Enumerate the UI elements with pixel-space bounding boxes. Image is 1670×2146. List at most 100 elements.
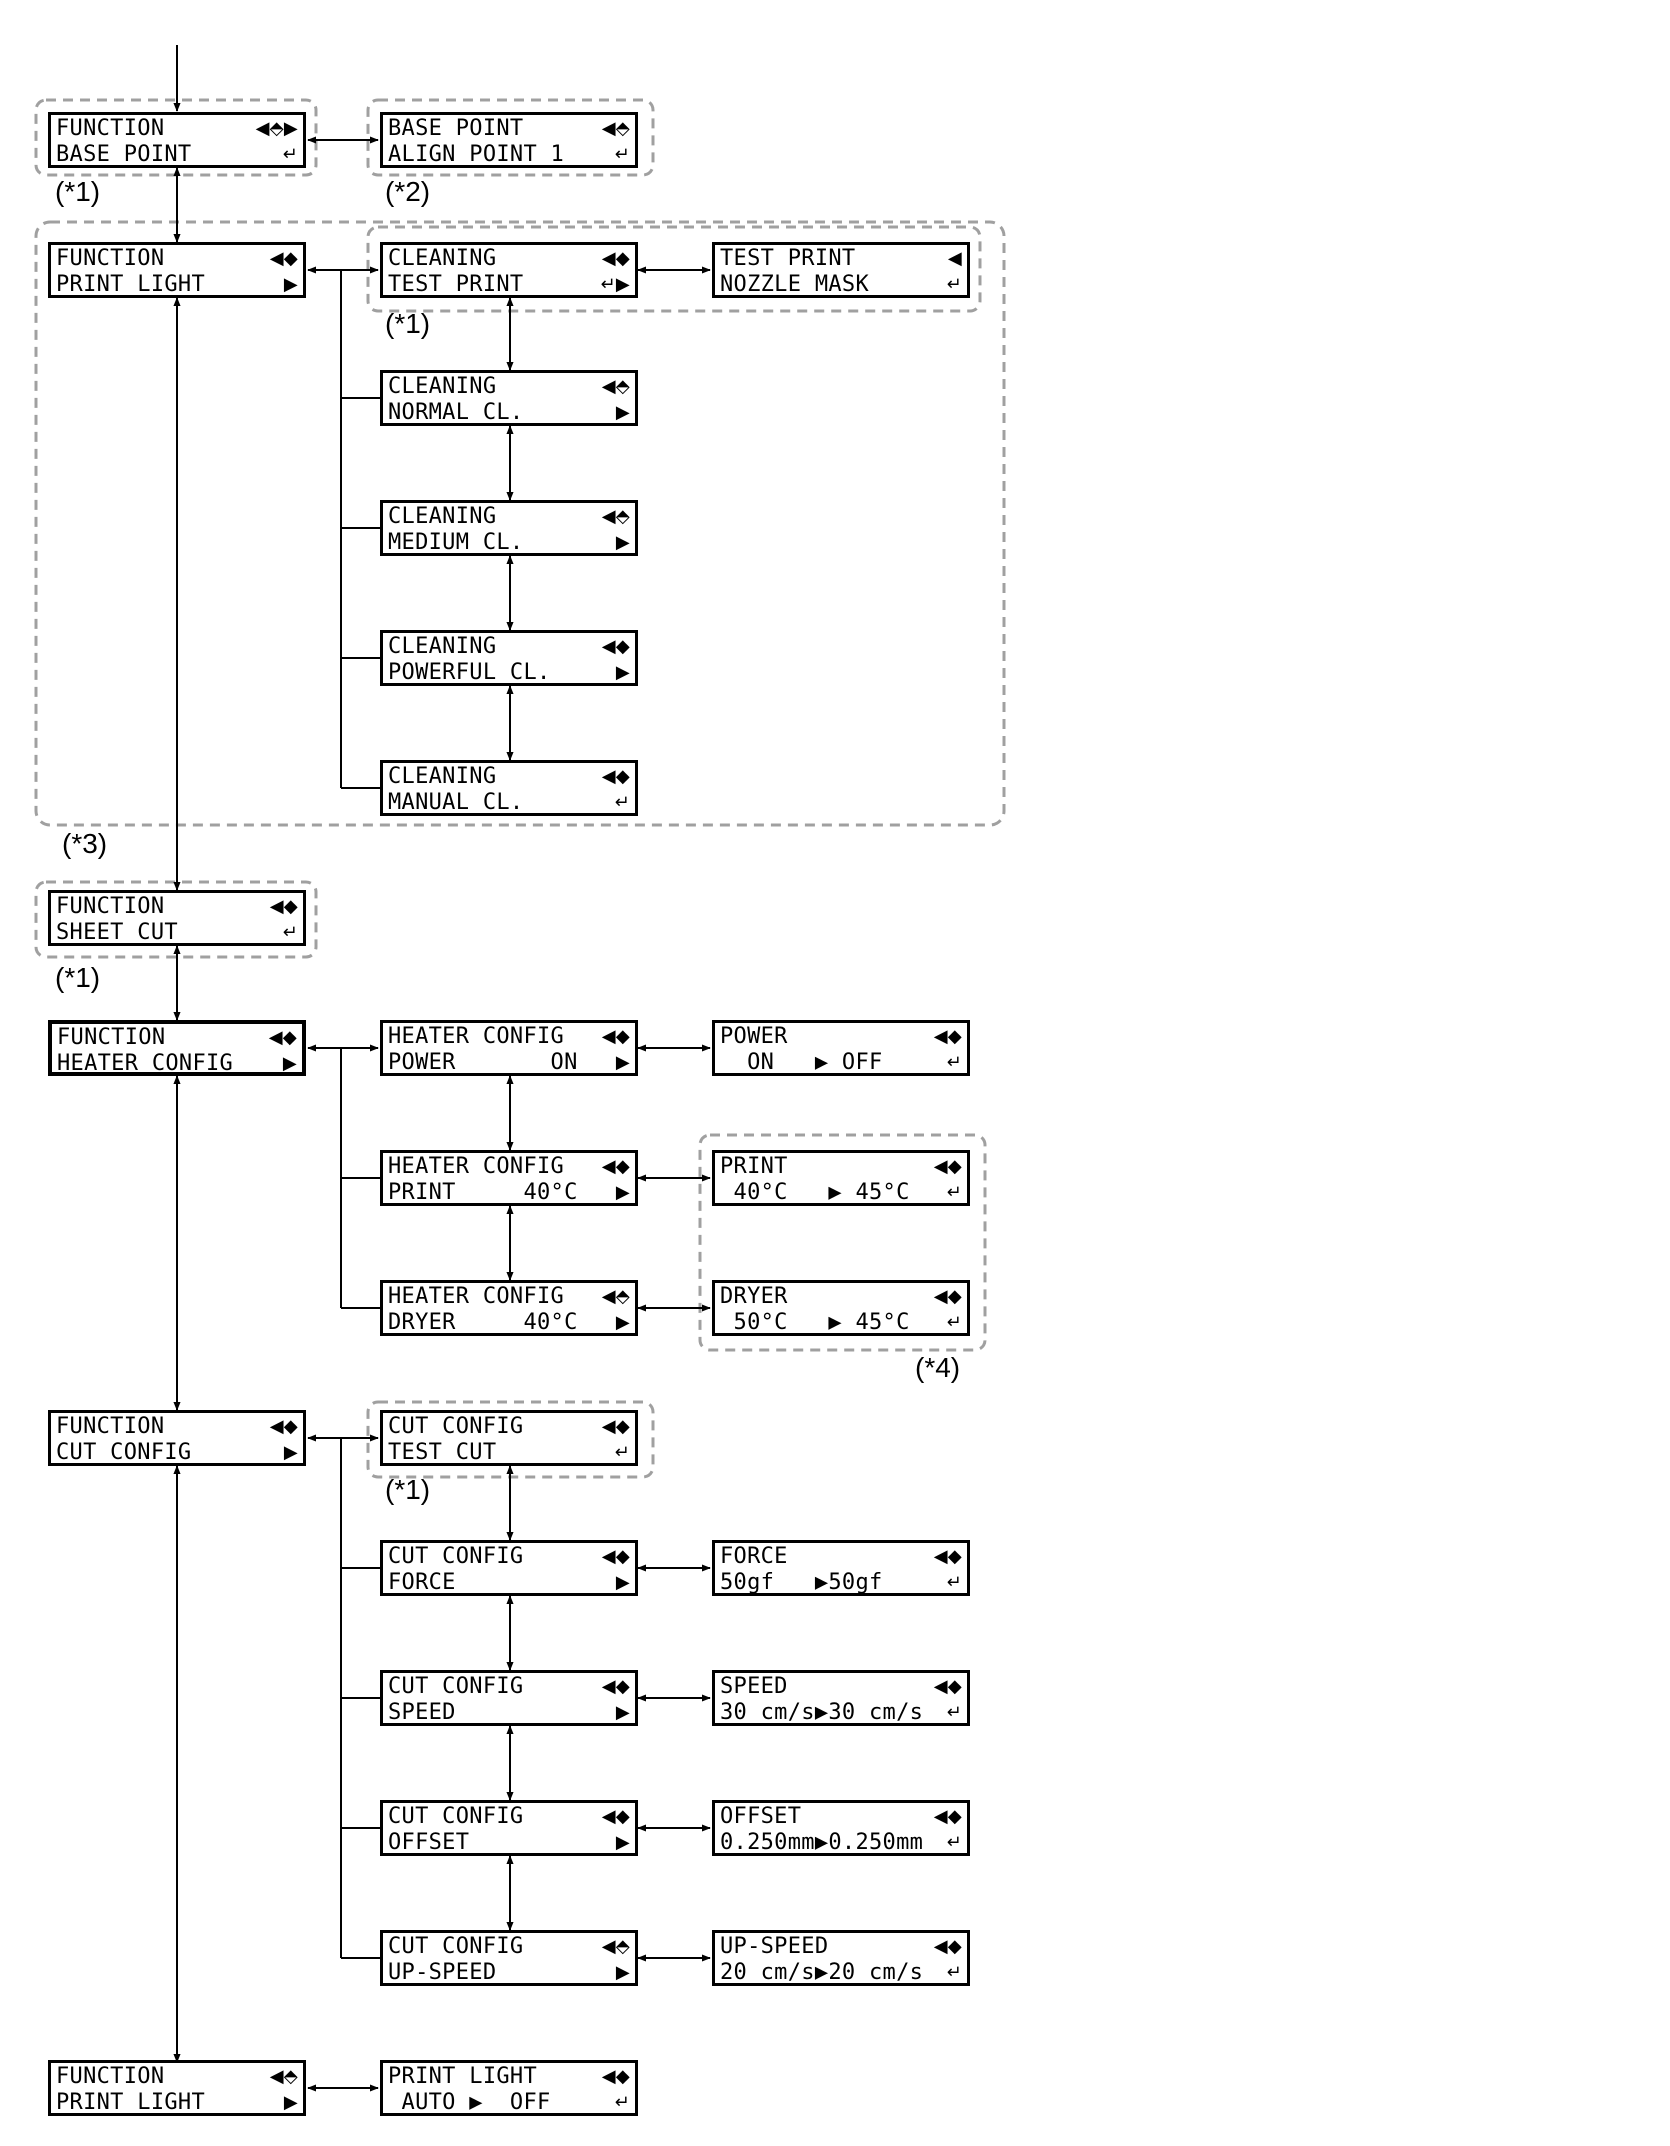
lcd-line-1: TEST PRINT [720,246,856,271]
lcd-cleaning-normal: CLEANING◀⬘ NORMAL CL.▶ [380,370,638,426]
lcd-line-2: FORCE [388,1570,456,1595]
lcd-function-sheet-cut: FUNCTION◀◆ SHEET CUT↵ [48,890,306,946]
lcd-cut-config-test-cut: CUT CONFIG◀◆ TEST CUT↵ [380,1410,638,1466]
lcd-line-2: MANUAL CL. [388,790,524,815]
lcd-line-2: 30 cm/s▶30 cm/s [720,1700,924,1725]
lcd-print-temperature-value: PRINT ◀◆ 40°C ▶ 45°C ↵ [712,1150,970,1206]
lcd-line-1: PRINT LIGHT [388,2064,537,2089]
nav-indicator-icon: ◀◆ [601,1416,630,1437]
nav-indicator-icon: ◀◆ [601,636,630,657]
nav-indicator-icon: ◀◆ [933,1936,962,1957]
lcd-cleaning-medium: CLEANING ◀⬘ MEDIUM CL. ▶ [380,500,638,556]
lcd-line-1: FUNCTION [56,2064,165,2089]
lcd-line-2: DRYER 40°C [388,1310,578,1335]
note-1: (*1) [385,1474,431,1505]
lcd-line-2: SPEED [388,1700,456,1725]
lcd-line-2: POWERFUL CL. [388,660,551,685]
lcd-line-1: CUT CONFIG [388,1414,524,1439]
lcd-line-1: CUT CONFIG [388,1934,524,1959]
note-1: (*1) [385,308,431,339]
enter-icon: ↵ [282,922,298,943]
lcd-line-2: PRINT LIGHT [56,272,205,297]
nav-indicator-icon: ◀⬘ [601,1286,630,1307]
lcd-up-speed-value: UP-SPEED◀◆ 20 cm/s▶20 cm/s↵ [712,1930,970,1986]
submenu-arrow-icon: ▶ [615,1312,630,1333]
lcd-line-1: UP-SPEED [720,1934,829,1959]
note-3: (*3) [62,828,108,859]
lcd-line-1: HEATER CONFIG [388,1284,565,1309]
nav-indicator-icon: ◀◆ [933,1156,962,1177]
submenu-arrow-icon: ▶ [283,2092,298,2113]
lcd-line-1: HEATER CONFIG [388,1024,565,1049]
lcd-line-1: CLEANING [388,504,497,529]
lcd-line-1: DRYER [720,1284,788,1309]
lcd-line-1: FUNCTION [56,894,165,919]
group-cleaning [34,220,1006,827]
enter-icon: ↵ [946,1572,962,1593]
enter-icon: ↵ [946,1182,962,1203]
enter-submenu-icon: ↵▶ [600,274,630,295]
nav-indicator-icon: ◀◆ [601,1546,630,1567]
lcd-line-2: PRINT LIGHT [56,2090,205,2115]
submenu-arrow-icon: ▶ [615,1052,630,1073]
lcd-line-2: PRINT 40°C [388,1180,578,1205]
lcd-line-1: CUT CONFIG [388,1544,524,1569]
lcd-heater-config-dryer: HEATER CONFIG ◀⬘ DRYER 40°C ▶ [380,1280,638,1336]
nav-indicator-icon: ◀◆ [933,1676,962,1697]
nav-indicator-icon: ◀⬘ [601,506,630,527]
enter-icon: ↵ [946,1052,962,1073]
nav-indicator-icon: ◀◆ [601,2066,630,2087]
lcd-line-2: UP-SPEED [388,1960,497,1985]
lcd-line-1: FUNCTION [56,116,165,141]
nav-indicator-icon: ◀⬘ [601,376,630,397]
lcd-line-1: POWER [720,1024,788,1049]
lcd-print-light-value: PRINT LIGHT◀◆ AUTO ▶ OFF↵ [380,2060,638,2116]
lcd-function-print-light-bottom: FUNCTION ◀⬘ PRINT LIGHT ▶ [48,2060,306,2116]
submenu-arrow-icon: ▶ [615,1182,630,1203]
nav-indicator-icon: ◀◆ [933,1026,962,1047]
submenu-arrow-icon: ▶ [615,402,630,423]
lcd-cleaning-manual: CLEANING◀◆ MANUAL CL.↵ [380,760,638,816]
nav-indicator-icon: ◀◆ [601,1676,630,1697]
lcd-cut-config-up-speed: CUT CONFIG◀⬘ UP-SPEED▶ [380,1930,638,1986]
lcd-offset-value: OFFSET◀◆ 0.250mm▶0.250mm↵ [712,1800,970,1856]
enter-icon: ↵ [946,1962,962,1983]
lcd-line-1: PRINT [720,1154,788,1179]
nav-indicator-icon: ◀◆ [933,1286,962,1307]
nav-indicator-icon: ◀⬘ [269,2066,298,2087]
lcd-line-2: 0.250mm▶0.250mm [720,1830,924,1855]
lcd-cut-config-force: CUT CONFIG ◀◆ FORCE ▶ [380,1540,638,1596]
enter-icon: ↵ [946,1832,962,1853]
nav-indicator-icon: ◀⬘ [601,118,630,139]
lcd-line-2: POWER ON [388,1050,578,1075]
lcd-power-value: POWER◀◆ ON ▶ OFF↵ [712,1020,970,1076]
lcd-line-2: MEDIUM CL. [388,530,524,555]
lcd-line-2: 40°C ▶ 45°C [720,1180,910,1205]
nav-indicator-icon: ◀⬘▶ [255,118,298,139]
nav-indicator-icon: ◀◆ [601,1806,630,1827]
nav-indicator-icon: ◀⬘ [601,1936,630,1957]
lcd-heater-config-power: HEATER CONFIG◀◆ POWER ON▶ [380,1020,638,1076]
nav-indicator-icon: ◀◆ [933,1546,962,1567]
submenu-arrow-icon: ▶ [282,1053,297,1074]
lcd-line-1: CLEANING [388,764,497,789]
lcd-line-2: NOZZLE MASK [720,272,869,297]
enter-icon: ↵ [614,2092,630,2113]
lcd-speed-value: SPEED◀◆ 30 cm/s▶30 cm/s↵ [712,1670,970,1726]
nav-indicator-icon: ◀◆ [269,248,298,269]
nav-indicator-icon: ◀◆ [601,766,630,787]
lcd-cut-config-offset: CUT CONFIG◀◆ OFFSET▶ [380,1800,638,1856]
lcd-line-2: 50gf ▶50gf [720,1570,883,1595]
lcd-test-print-nozzle-mask: TEST PRINT◀ NOZZLE MASK↵ [712,242,970,298]
lcd-line-2: TEST CUT [388,1440,497,1465]
submenu-arrow-icon: ▶ [615,532,630,553]
lcd-function-cut-config: FUNCTION◀◆ CUT CONFIG▶ [48,1410,306,1466]
lcd-line-2: OFFSET [388,1830,470,1855]
note-1: (*1) [55,176,101,207]
enter-icon: ↵ [614,144,630,165]
group-align-point [366,98,655,177]
note-4: (*4) [915,1352,961,1383]
submenu-arrow-icon: ▶ [615,1572,630,1593]
lcd-line-1: FORCE [720,1544,788,1569]
enter-icon: ↵ [946,274,962,295]
